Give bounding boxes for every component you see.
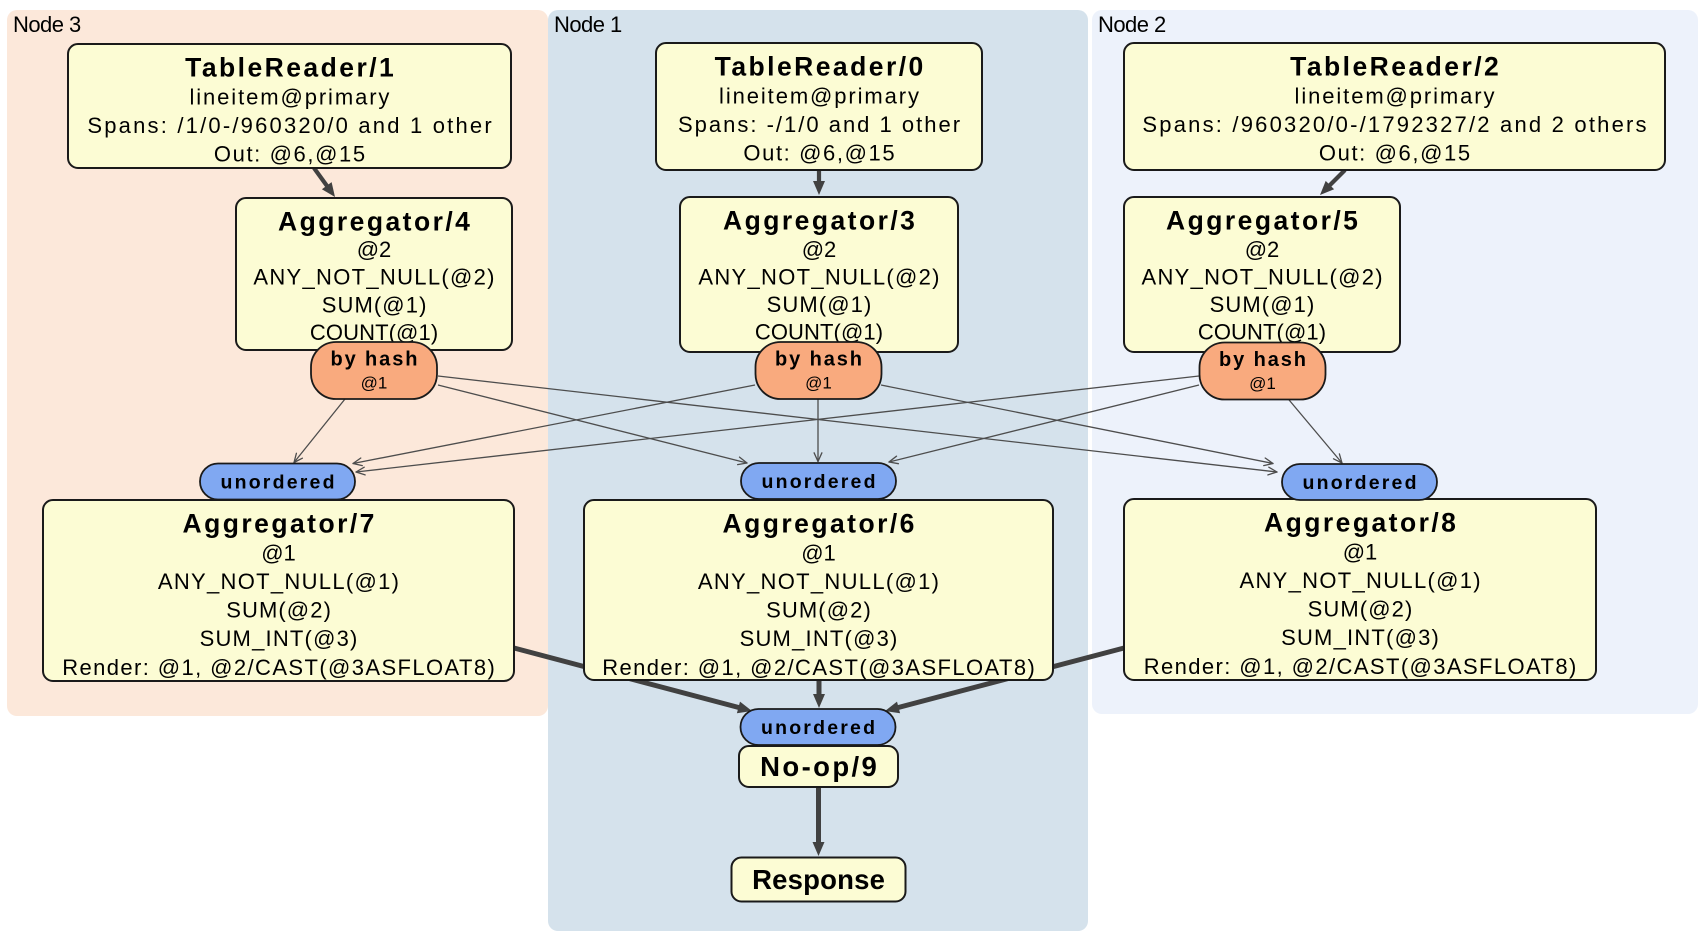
svg-text:SUM(@1): SUM(@1) [1210, 292, 1316, 317]
svg-text:Aggregator/8: Aggregator/8 [1264, 508, 1458, 538]
svg-text:TableReader/2: TableReader/2 [1290, 52, 1501, 82]
svg-text:lineitem@primary: lineitem@primary [1295, 83, 1497, 108]
svg-text:Aggregator/6: Aggregator/6 [723, 509, 917, 539]
svg-text:lineitem@primary: lineitem@primary [189, 84, 391, 109]
svg-text:SUM(@1): SUM(@1) [322, 292, 428, 317]
svg-text:Node 3: Node 3 [13, 12, 81, 37]
svg-text:No-op/9: No-op/9 [760, 751, 879, 782]
svg-text:Render: @1, @2/CAST(@3ASFLOAT8: Render: @1, @2/CAST(@3ASFLOAT8) [1144, 654, 1578, 679]
svg-text:Node 2: Node 2 [1098, 12, 1166, 37]
svg-text:Aggregator/7: Aggregator/7 [183, 509, 377, 539]
svg-text:Response: Response [752, 864, 885, 895]
svg-text:ANY_NOT_NULL(@2): ANY_NOT_NULL(@2) [253, 265, 495, 290]
svg-text:ANY_NOT_NULL(@1): ANY_NOT_NULL(@1) [1239, 568, 1481, 593]
svg-text:unordered: unordered [1302, 472, 1418, 494]
svg-text:COUNT(@1): COUNT(@1) [755, 320, 883, 345]
svg-text:COUNT(@1): COUNT(@1) [1198, 320, 1326, 345]
svg-text:TableReader/1: TableReader/1 [185, 53, 396, 83]
svg-text:Aggregator/4: Aggregator/4 [278, 207, 472, 237]
svg-text:COUNT(@1): COUNT(@1) [310, 320, 438, 345]
svg-text:@2: @2 [1245, 237, 1280, 262]
svg-text:@1: @1 [805, 374, 832, 393]
svg-text:SUM(@2): SUM(@2) [766, 598, 872, 623]
svg-text:unordered: unordered [761, 717, 877, 739]
svg-text:@1: @1 [1249, 374, 1276, 393]
svg-text:Spans: /960320/0-/1792327/2 an: Spans: /960320/0-/1792327/2 and 2 others [1142, 112, 1648, 137]
svg-text:Render: @1, @2/CAST(@3ASFLOAT8: Render: @1, @2/CAST(@3ASFLOAT8) [62, 655, 496, 680]
svg-text:ANY_NOT_NULL(@1): ANY_NOT_NULL(@1) [698, 569, 940, 594]
svg-text:@1: @1 [801, 540, 836, 565]
svg-text:by hash: by hash [330, 349, 419, 371]
svg-text:ANY_NOT_NULL(@1): ANY_NOT_NULL(@1) [158, 569, 400, 594]
svg-text:TableReader/0: TableReader/0 [715, 52, 926, 82]
svg-text:by hash: by hash [1219, 349, 1308, 371]
svg-text:Out: @6,@15: Out: @6,@15 [214, 142, 367, 167]
svg-text:Out: @6,@15: Out: @6,@15 [743, 141, 896, 166]
svg-text:@2: @2 [357, 237, 392, 262]
svg-text:Aggregator/3: Aggregator/3 [723, 206, 917, 236]
svg-text:Render: @1, @2/CAST(@3ASFLOAT8: Render: @1, @2/CAST(@3ASFLOAT8) [602, 655, 1036, 680]
svg-text:@1: @1 [361, 374, 388, 393]
svg-text:@2: @2 [802, 237, 837, 262]
svg-text:SUM_INT(@3): SUM_INT(@3) [740, 626, 899, 651]
svg-text:unordered: unordered [220, 472, 336, 494]
svg-text:unordered: unordered [761, 471, 877, 493]
svg-text:ANY_NOT_NULL(@2): ANY_NOT_NULL(@2) [698, 264, 940, 289]
svg-text:lineitem@primary: lineitem@primary [719, 83, 921, 108]
svg-text:ANY_NOT_NULL(@2): ANY_NOT_NULL(@2) [1141, 264, 1383, 289]
svg-text:Node 1: Node 1 [554, 12, 622, 37]
svg-text:Spans: /1/0-/960320/0 and 1 ot: Spans: /1/0-/960320/0 and 1 other [87, 113, 494, 138]
svg-text:SUM(@2): SUM(@2) [1308, 597, 1414, 622]
svg-text:SUM(@2): SUM(@2) [226, 598, 332, 623]
svg-text:Aggregator/5: Aggregator/5 [1166, 206, 1360, 236]
svg-text:@1: @1 [261, 540, 296, 565]
svg-text:SUM(@1): SUM(@1) [767, 292, 873, 317]
svg-text:Out: @6,@15: Out: @6,@15 [1319, 141, 1472, 166]
svg-text:Spans: -/1/0 and 1 other: Spans: -/1/0 and 1 other [678, 112, 962, 137]
svg-text:by hash: by hash [775, 349, 864, 371]
svg-text:@1: @1 [1343, 539, 1378, 564]
svg-text:SUM_INT(@3): SUM_INT(@3) [200, 626, 359, 651]
svg-text:SUM_INT(@3): SUM_INT(@3) [1281, 625, 1440, 650]
